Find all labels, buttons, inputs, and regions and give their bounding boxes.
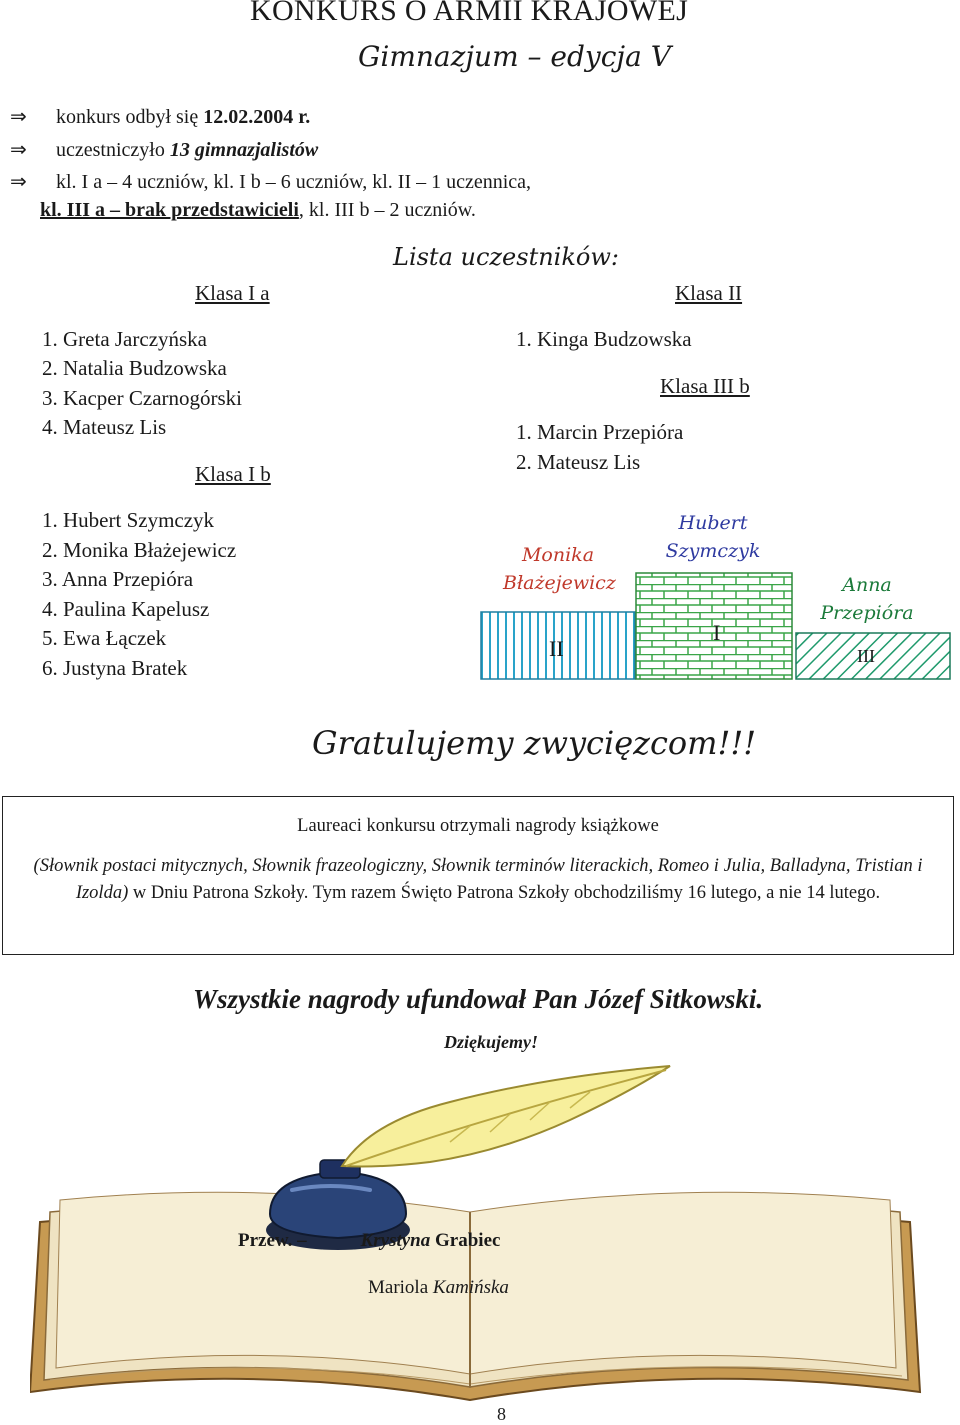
double-arrow-icon: ⇒ bbox=[10, 104, 27, 128]
fact-count: ⇒uczestniczyło 13 gimnazjalistów bbox=[10, 137, 319, 161]
list-item: 1. Greta Jarczyńska bbox=[42, 327, 208, 351]
fact-classes: ⇒kl. I a – 4 uczniów, kl. I b – 6 ucznió… bbox=[10, 169, 532, 193]
congratulations-text: Gratulujemy zwycięzcom!!! bbox=[312, 724, 757, 762]
podium-first-block bbox=[635, 572, 793, 680]
class-1b-heading: Klasa I b bbox=[195, 462, 271, 486]
list-item: 1. Hubert Szymczyk bbox=[42, 508, 215, 532]
podium-third-place: III bbox=[857, 646, 875, 666]
list-item: 3. Anna Przepióra bbox=[42, 567, 194, 591]
list-item: 3. Kacper Czarnogórski bbox=[42, 386, 243, 410]
podium-second-place: II bbox=[549, 636, 564, 661]
participants-title: Lista uczestników: bbox=[393, 243, 619, 271]
podium-third-name: Anna Przepióra bbox=[820, 574, 914, 624]
podium-second-block bbox=[480, 611, 636, 680]
signature-line-1: Przew. –Krystyna Grabiec bbox=[238, 1230, 501, 1251]
list-item: 4. Mateusz Lis bbox=[42, 415, 167, 439]
double-arrow-icon: ⇒ bbox=[10, 169, 27, 193]
awards-box: Laureaci konkursu otrzymali nagrody ksią… bbox=[2, 796, 954, 955]
winners-podium bbox=[480, 572, 951, 680]
list-item: 4. Paulina Kapelusz bbox=[42, 597, 210, 621]
class-1a-heading: Klasa I a bbox=[195, 281, 270, 305]
awards-details: (Słownik postaci mitycznych, Słownik fra… bbox=[33, 856, 923, 903]
page-title: KONKURS O ARMII KRAJOWEJ bbox=[250, 0, 689, 27]
podium-second-name: Monika Błażejewicz bbox=[503, 544, 616, 594]
fact-classes-cont: kl. III a – brak przedstawicieli, kl. II… bbox=[40, 199, 476, 221]
podium-first-name: Hubert Szymczyk bbox=[665, 512, 761, 562]
page-number: 8 bbox=[497, 1404, 506, 1424]
sponsor-text: Wszystkie nagrody ufundował Pan Józef Si… bbox=[193, 984, 764, 1014]
class-2-heading: Klasa II bbox=[675, 281, 743, 305]
awards-intro: Laureaci konkursu otrzymali nagrody ksią… bbox=[297, 816, 659, 836]
thanks-text: Dziękujemy! bbox=[444, 1032, 538, 1052]
podium-third-block bbox=[795, 632, 951, 680]
list-item: 5. Ewa Łączek bbox=[42, 626, 167, 650]
page-subtitle: Gimnazjum – edycja V bbox=[358, 40, 671, 73]
list-item: 1. Marcin Przepióra bbox=[516, 420, 684, 444]
class-3b-heading: Klasa III b bbox=[660, 374, 750, 398]
double-arrow-icon: ⇒ bbox=[10, 137, 27, 161]
list-item: 1. Kinga Budzowska bbox=[516, 327, 692, 351]
podium-first-place: I bbox=[713, 620, 721, 645]
book-quill-illustration bbox=[30, 1065, 922, 1402]
list-item: 2. Monika Błażejewicz bbox=[42, 538, 237, 562]
signature-line-2: Mariola Kamińska bbox=[368, 1277, 509, 1298]
fact-date: ⇒konkurs odbył się 12.02.2004 r. bbox=[10, 104, 311, 128]
list-item: 2. Natalia Budzowska bbox=[42, 356, 227, 380]
list-item: 2. Mateusz Lis bbox=[516, 450, 641, 474]
list-item: 6. Justyna Bratek bbox=[42, 656, 188, 680]
